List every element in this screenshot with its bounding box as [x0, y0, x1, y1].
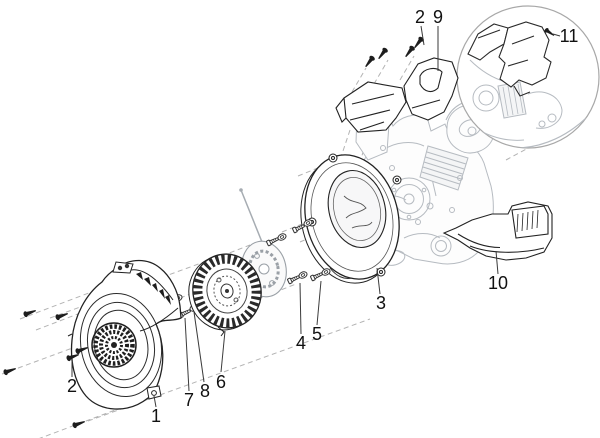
- callout-label-6: 6: [215, 372, 227, 392]
- cover-grille: [91, 322, 137, 368]
- bolt-icon: [286, 273, 301, 285]
- callout-label-5: 5: [311, 324, 323, 344]
- screw-icon: [363, 54, 376, 69]
- part6-flywheel-drawing: [188, 253, 262, 337]
- part1-fan-cover-drawing: [67, 259, 182, 410]
- callout-label-3: 3: [375, 293, 387, 313]
- callout-label-9: 9: [432, 7, 444, 27]
- callout-label-8: 8: [199, 381, 211, 401]
- leader-lines: [71, 25, 561, 408]
- callout-label-4: 4: [295, 333, 307, 353]
- callout-label-11: 11: [559, 26, 579, 46]
- screw-icon: [2, 365, 17, 376]
- screw-icon: [22, 307, 37, 318]
- callout-label-2-top: 2: [414, 7, 426, 27]
- part10-lower-shroud-drawing: [442, 201, 553, 261]
- screw-icon: [376, 46, 389, 61]
- screw-icon: [71, 418, 86, 429]
- cover-ribbed-band: [136, 272, 171, 305]
- part3-flywheel-cover-drawing: [300, 153, 402, 284]
- callout-label-1: 1: [150, 406, 162, 426]
- inset-cover-drawing: [467, 21, 552, 97]
- part9-air-shroud-drawing: [335, 57, 459, 133]
- callout-label-2-left: 2: [66, 376, 78, 396]
- callout-label-7: 7: [183, 390, 195, 410]
- bolt-icon: [309, 270, 324, 282]
- callout-label-10: 10: [487, 273, 509, 293]
